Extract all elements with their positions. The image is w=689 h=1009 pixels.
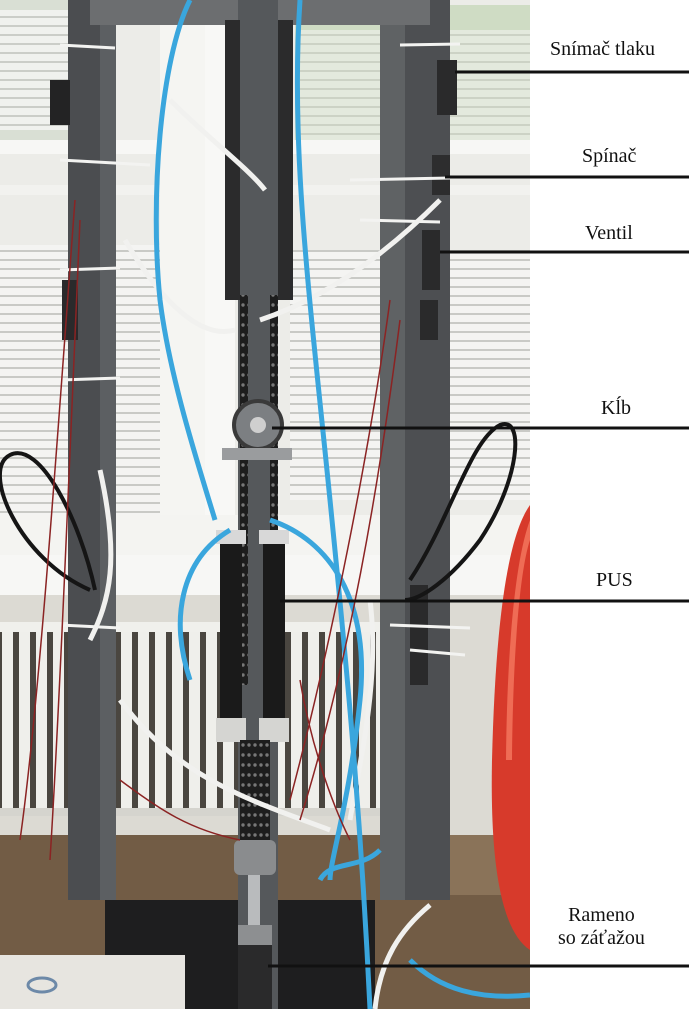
blue-tubes <box>153 0 530 1009</box>
frame-right-profile <box>405 0 450 900</box>
lower-joint <box>234 840 276 875</box>
label-rameno-line1: Rameno <box>568 904 635 926</box>
label-rameno-line2: so záťažou <box>558 927 645 949</box>
pneumatic-muscle-left <box>220 540 242 730</box>
label-ventil: Ventil <box>585 222 633 244</box>
test-rig-photo <box>0 0 530 1009</box>
white-tubes <box>87 98 442 1009</box>
label-klb: Kĺb <box>601 397 631 419</box>
label-rameno-so-zatazou: Rameno so záťažou <box>558 904 645 950</box>
wiring <box>19 199 401 861</box>
black-tubes <box>0 422 518 602</box>
label-pus: PUS <box>596 569 633 591</box>
valve <box>422 230 440 290</box>
switch <box>432 155 450 195</box>
cable-ties <box>59 42 471 657</box>
load-rod <box>248 875 260 935</box>
label-snimac-tlaku: Snímač tlaku <box>550 38 655 60</box>
pneumatic-muscle-right <box>263 540 285 730</box>
label-spinac: Spínač <box>582 145 637 167</box>
pressure-sensor <box>437 60 457 115</box>
